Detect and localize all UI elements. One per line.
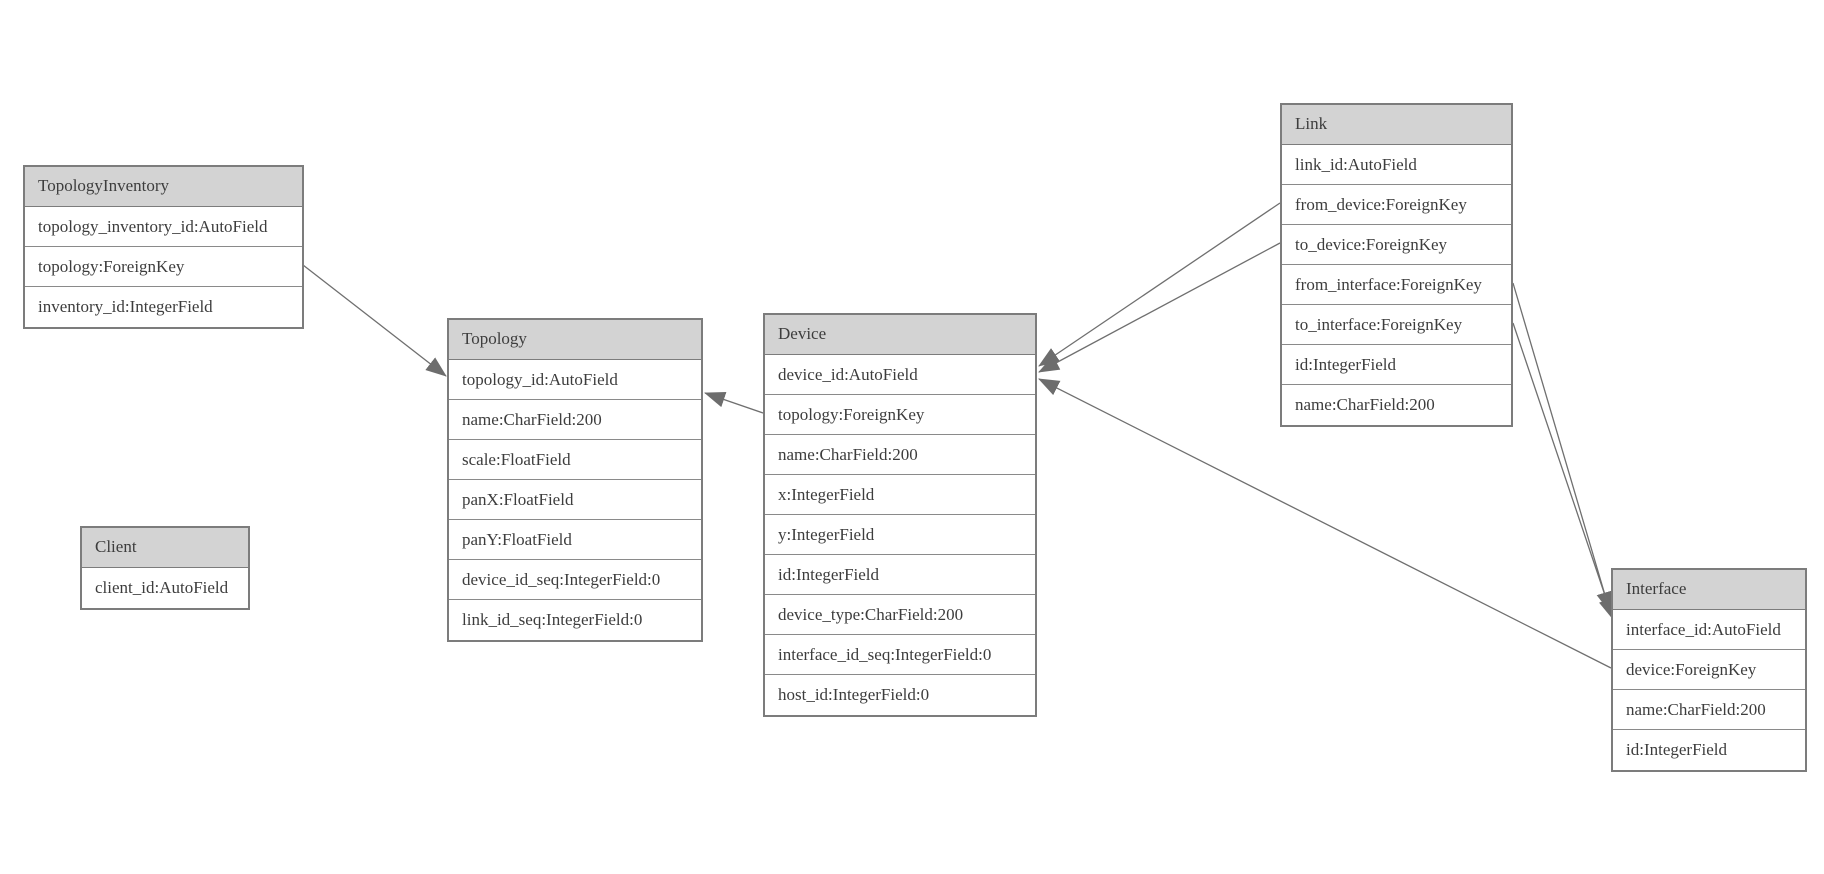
edge-link-todevice-device [1038, 242, 1281, 373]
field-from-interface: from_interface:ForeignKey [1282, 265, 1511, 305]
entity-topologyinventory-title: TopologyInventory [25, 167, 302, 207]
edge-device-topology [704, 391, 764, 414]
field-id: id:IntegerField [765, 555, 1035, 595]
entity-interface-title: Interface [1613, 570, 1805, 610]
entity-link: Link link_id:AutoField from_device:Forei… [1280, 103, 1513, 427]
field-topology-inventory-id: topology_inventory_id:AutoField [25, 207, 302, 247]
edge-interface-device [1038, 378, 1612, 669]
entity-client: Client client_id:AutoField [80, 526, 250, 610]
field-device-fk: device:ForeignKey [1613, 650, 1805, 690]
field-scale: scale:FloatField [449, 440, 701, 480]
field-panx: panX:FloatField [449, 480, 701, 520]
field-x: x:IntegerField [765, 475, 1035, 515]
entity-topology: Topology topology_id:AutoField name:Char… [447, 318, 703, 642]
field-link-id-seq: link_id_seq:IntegerField:0 [449, 600, 701, 640]
entity-link-title: Link [1282, 105, 1511, 145]
entity-device-title: Device [765, 315, 1035, 355]
field-name: name:CharField:200 [765, 435, 1035, 475]
field-name: name:CharField:200 [1282, 385, 1511, 425]
edge-link-fromdevice-device [1038, 202, 1281, 367]
field-to-interface: to_interface:ForeignKey [1282, 305, 1511, 345]
field-device-type: device_type:CharField:200 [765, 595, 1035, 635]
edge-link-frominterface-interface [1512, 282, 1613, 613]
entity-interface: Interface interface_id:AutoField device:… [1611, 568, 1807, 772]
field-interface-id: interface_id:AutoField [1613, 610, 1805, 650]
entity-device: Device device_id:AutoField topology:Fore… [763, 313, 1037, 717]
field-link-id: link_id:AutoField [1282, 145, 1511, 185]
field-name: name:CharField:200 [1613, 690, 1805, 730]
field-topology-fk: topology:ForeignKey [765, 395, 1035, 435]
field-from-device: from_device:ForeignKey [1282, 185, 1511, 225]
entity-topology-title: Topology [449, 320, 701, 360]
entity-topologyinventory: TopologyInventory topology_inventory_id:… [23, 165, 304, 329]
field-topology-id: topology_id:AutoField [449, 360, 701, 400]
field-host-id: host_id:IntegerField:0 [765, 675, 1035, 715]
field-client-id: client_id:AutoField [82, 568, 248, 608]
edge-link-tointerface-interface [1512, 322, 1615, 620]
field-interface-id-seq: interface_id_seq:IntegerField:0 [765, 635, 1035, 675]
field-topology-fk: topology:ForeignKey [25, 247, 302, 287]
field-device-id-seq: device_id_seq:IntegerField:0 [449, 560, 701, 600]
field-to-device: to_device:ForeignKey [1282, 225, 1511, 265]
field-inventory-id: inventory_id:IntegerField [25, 287, 302, 327]
entity-client-title: Client [82, 528, 248, 568]
field-y: y:IntegerField [765, 515, 1035, 555]
edge-topologyinventory-topology [302, 264, 447, 377]
field-id: id:IntegerField [1613, 730, 1805, 770]
field-name: name:CharField:200 [449, 400, 701, 440]
field-device-id: device_id:AutoField [765, 355, 1035, 395]
field-id: id:IntegerField [1282, 345, 1511, 385]
field-pany: panY:FloatField [449, 520, 701, 560]
